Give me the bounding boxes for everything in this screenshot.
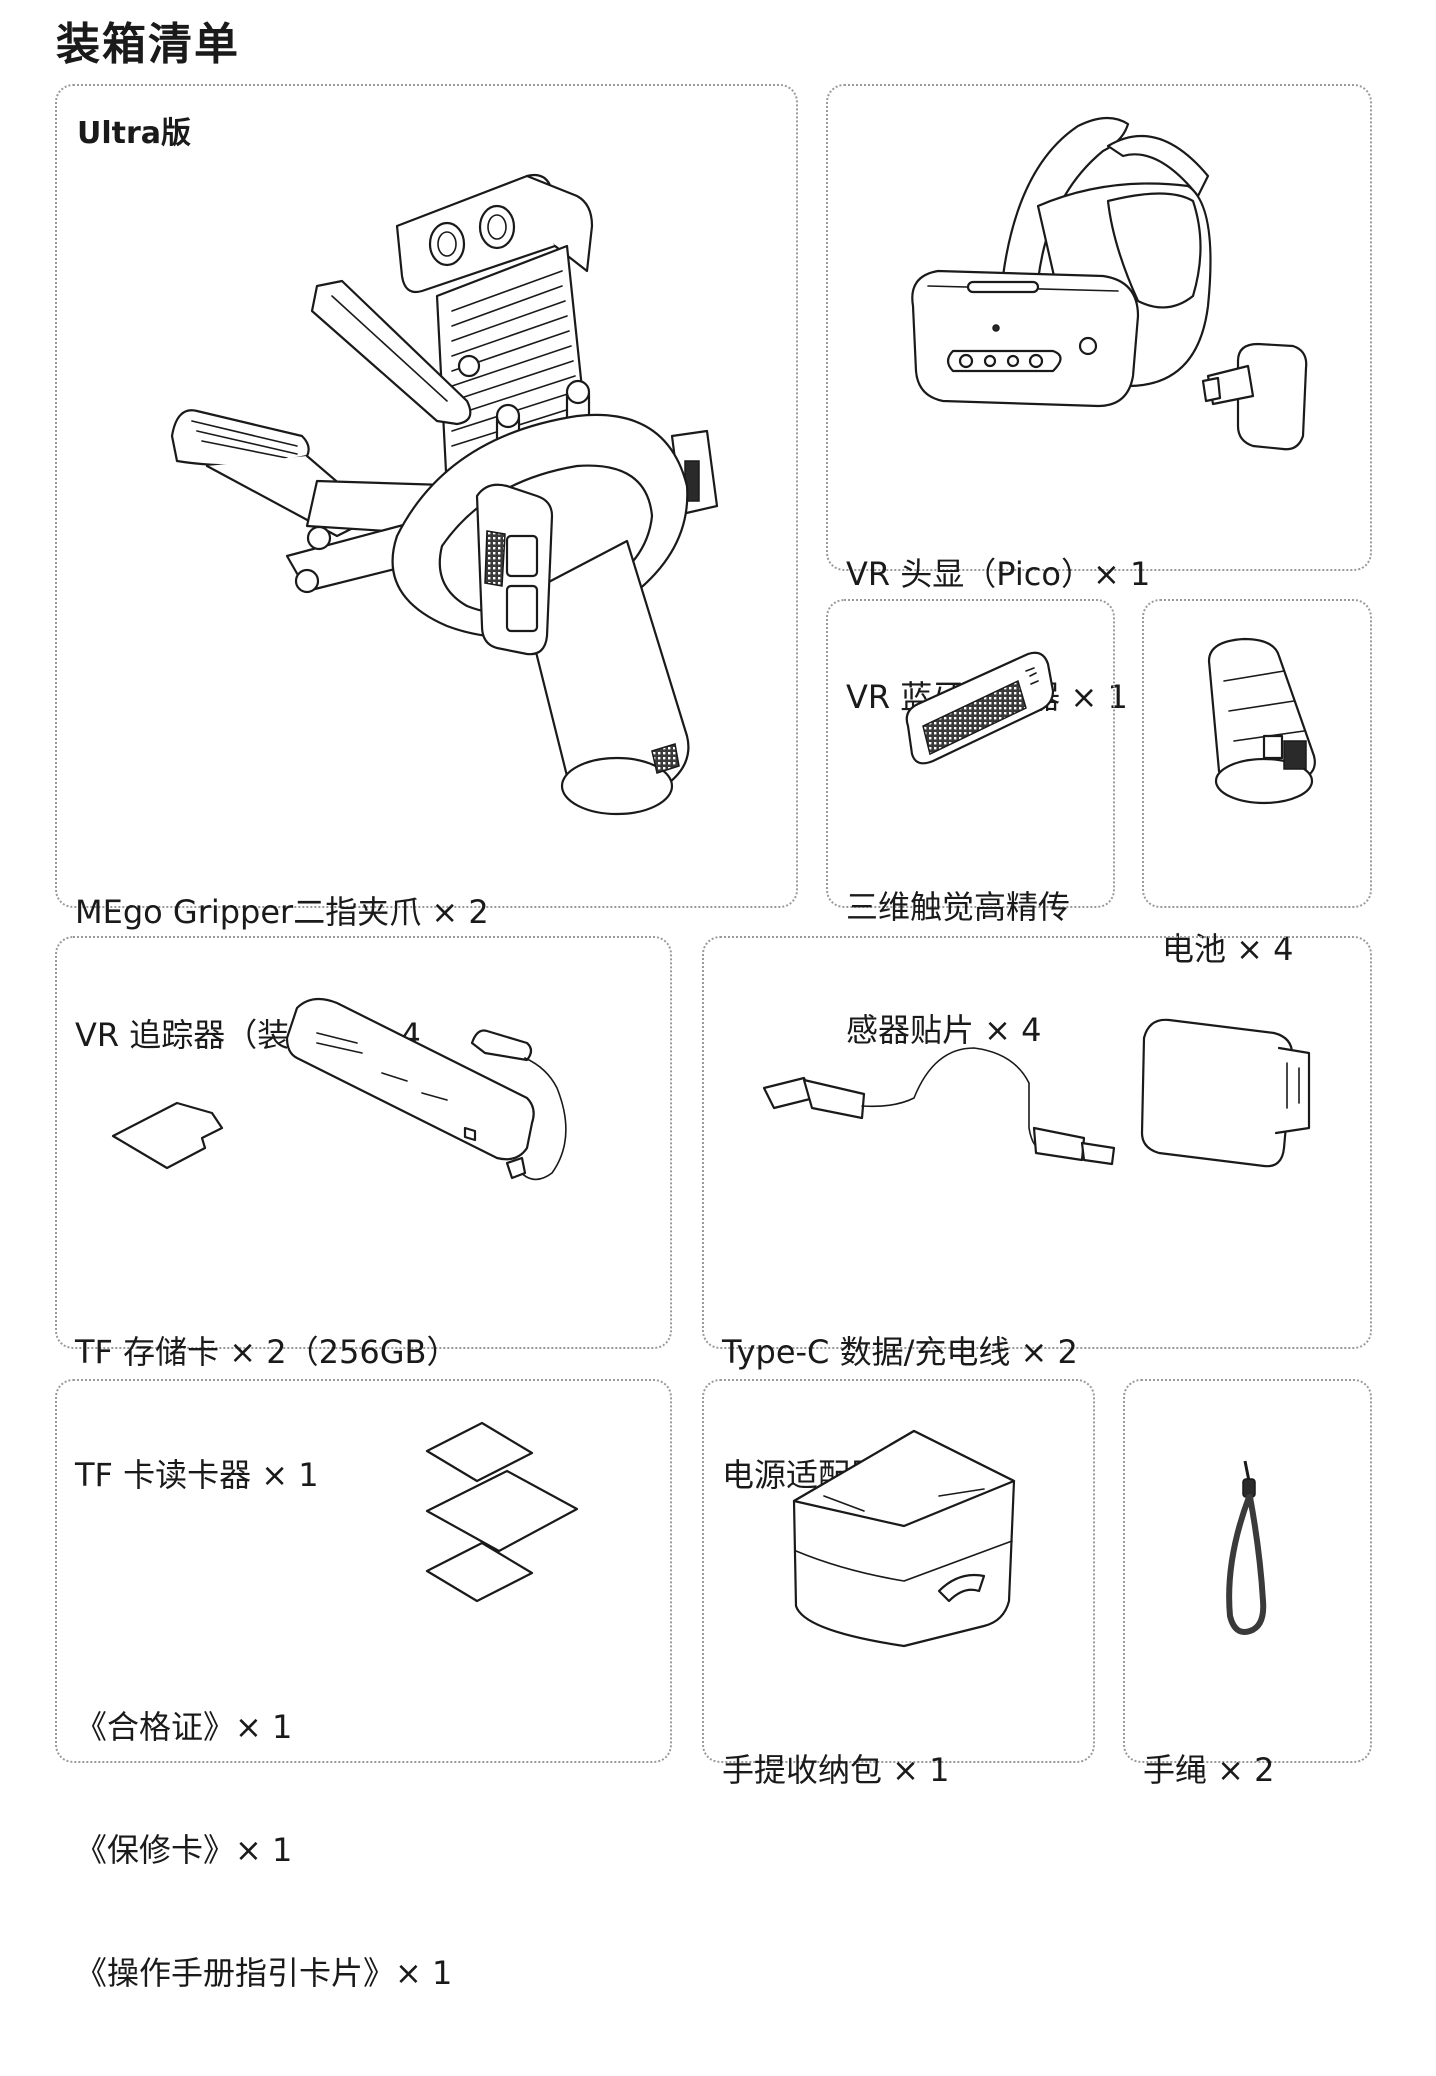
tactile-sensor-illustration (905, 651, 1055, 765)
caption-line: 《操作手册指引卡片》× 1 (75, 1954, 453, 1992)
page-title: 装箱清单 (56, 19, 240, 70)
card-tactile-sensor: 三维触觉高精传 感器贴片 × 4 (826, 599, 1115, 1049)
battery-illustration (1207, 637, 1316, 805)
caption-tf: TF 存储卡 × 2（256GB） TF 卡读卡器 × 1 (75, 1250, 458, 1578)
caption-line: 手绳 × 2 (1143, 1751, 1275, 1789)
typec-illustration (762, 1018, 1311, 1168)
card-documents: 《合格证》× 1 《保修卡》× 1 《操作手册指引卡片》× 1 (55, 1379, 672, 1992)
caption-line: 感器贴片 × 4 (846, 1011, 1042, 1049)
card-carrying-bag: 手提收纳包 × 1 (702, 1379, 1095, 1789)
caption-strap: 手绳 × 2 (1143, 1668, 1275, 1873)
caption-sensor: 三维触觉高精传 感器贴片 × 4 (846, 805, 1070, 1133)
tf-reader-illustration (111, 997, 567, 1181)
card-wrist-strap: 手绳 × 2 (1123, 1379, 1372, 1789)
card-tf-storage: TF 存储卡 × 2（256GB） TF 卡读卡器 × 1 (55, 936, 672, 1494)
caption-line: VR 头显（Pico）× 1 (846, 555, 1151, 593)
carrying-bag-illustration (792, 1429, 1016, 1648)
edition-badge: Ultra版 (77, 116, 192, 151)
caption-line: TF 存储卡 × 2（256GB） (75, 1333, 459, 1371)
documents-illustration (425, 1421, 579, 1603)
gripper-illustration (170, 173, 719, 816)
wrist-strap-illustration (1226, 1460, 1267, 1635)
caption-typec: Type-C 数据/充电线 × 2 电源适配器× 1 (722, 1250, 1078, 1578)
card-battery: 电池 × 4 (1142, 599, 1372, 968)
card-typec-cable: Type-C 数据/充电线 × 2 电源适配器× 1 (702, 936, 1372, 1494)
card-ultra-gripper: Ultra版 (55, 84, 798, 1054)
caption-docs: 《合格证》× 1 《保修卡》× 1 《操作手册指引卡片》× 1 (75, 1625, 452, 2076)
caption-bag: 手提收纳包 × 1 (722, 1668, 950, 1873)
vr-headset-illustration (911, 116, 1308, 451)
caption-line: 手提收纳包 × 1 (722, 1751, 950, 1789)
caption-line: Type-C 数据/充电线 × 2 (722, 1333, 1078, 1371)
caption-line: 《合格证》× 1 (75, 1708, 293, 1746)
caption-line: TF 卡读卡器 × 1 (75, 1456, 319, 1494)
card-vr-headset: VR 头显（Pico）× 1 VR 蓝牙适配器 × 1 (826, 84, 1372, 716)
caption-line: 《保修卡》× 1 (75, 1831, 293, 1869)
caption-line: MEgo Gripper二指夹爪 × 2 (75, 893, 489, 931)
caption-line: 三维触觉高精传 (846, 888, 1071, 926)
